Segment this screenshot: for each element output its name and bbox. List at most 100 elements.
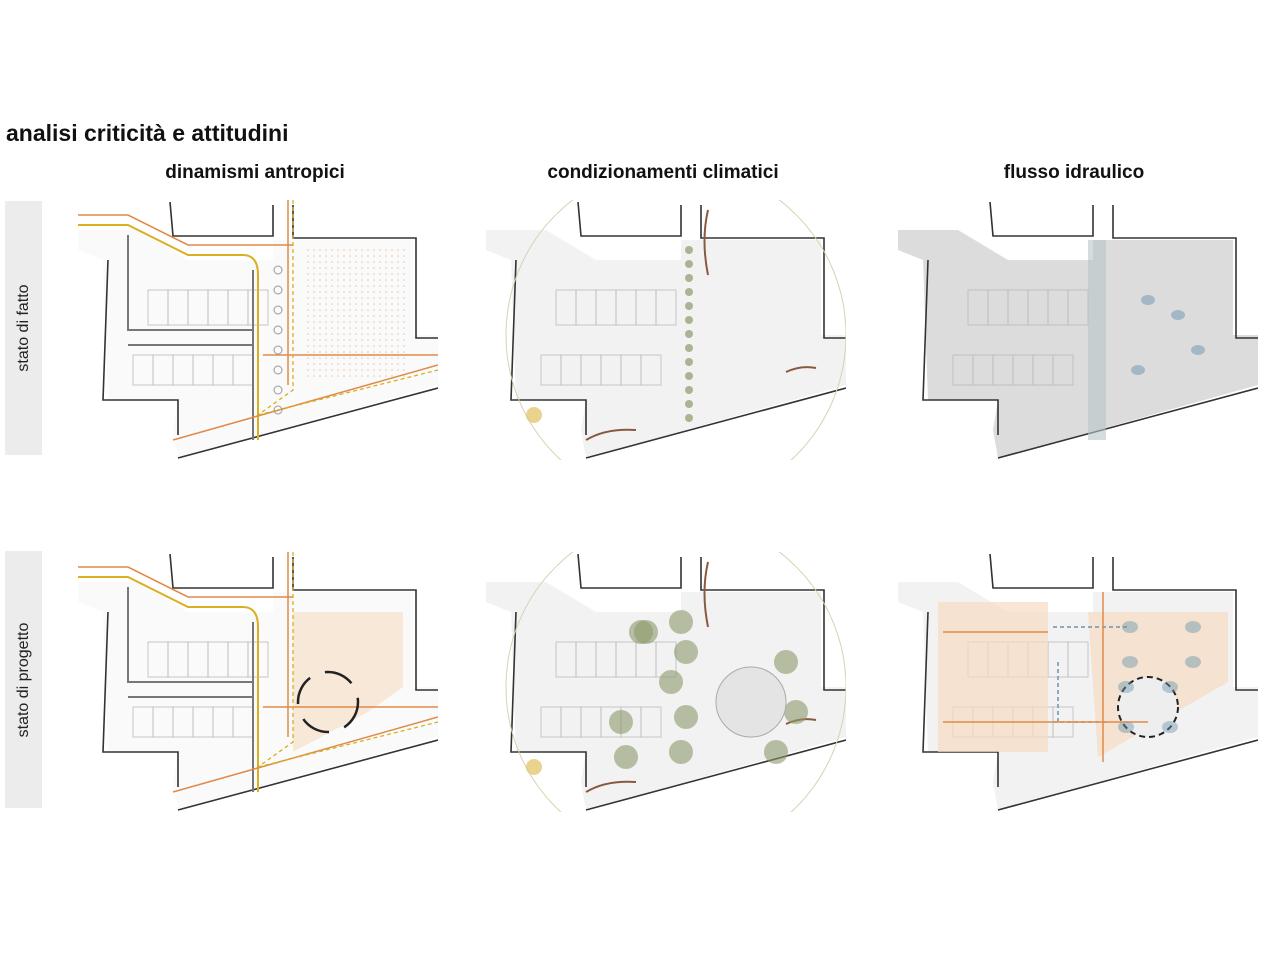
path-dashed: [257, 200, 438, 416]
pavement-dot: [397, 339, 399, 341]
pavement-dot: [337, 369, 339, 371]
pavement-dot: [385, 315, 387, 317]
pavement-dot: [325, 279, 327, 281]
pavement-dot: [361, 357, 363, 359]
pavement-dot: [337, 285, 339, 287]
pavement-dot: [385, 369, 387, 371]
pavement-dot: [313, 363, 315, 365]
pavement-dot: [367, 249, 369, 251]
pavement-dot: [337, 273, 339, 275]
pavement-dot: [355, 255, 357, 257]
pavement-dot: [325, 357, 327, 359]
pavement-dot: [373, 303, 375, 305]
plan-climatici-fatto: [486, 200, 846, 460]
pavement-dot: [403, 327, 405, 329]
pavement-dot: [367, 273, 369, 275]
pavement-dot: [349, 285, 351, 287]
tree-marker: [685, 246, 693, 254]
tree-canopy: [609, 710, 633, 734]
pavement-dot: [361, 309, 363, 311]
column-title-dinamismi: dinamismi antropici: [165, 162, 345, 183]
pavement-dot: [391, 303, 393, 305]
pavement-dot: [343, 255, 345, 257]
column-title-idraulico: flusso idraulico: [1003, 162, 1145, 183]
path-pedestrian: [78, 214, 293, 246]
pavement-dot: [373, 375, 375, 377]
pavement-dot: [325, 375, 327, 377]
pavement-dot: [355, 261, 357, 263]
pavement-dot: [391, 357, 393, 359]
pavement-dot: [349, 261, 351, 263]
pavement-dot: [391, 267, 393, 269]
pavement-dot: [385, 339, 387, 341]
pavement-dot: [403, 357, 405, 359]
site-area: [486, 582, 846, 810]
pavement-dot: [361, 285, 363, 287]
pavement-dot: [403, 297, 405, 299]
pavement-dot: [373, 327, 375, 329]
pavement-dot: [325, 309, 327, 311]
pavement-dot: [343, 285, 345, 287]
pavement-dot: [367, 309, 369, 311]
page-title: analisi criticità e attitudini: [6, 120, 289, 146]
pavement-dot: [361, 321, 363, 323]
pavement-dot: [397, 315, 399, 317]
tree-marker: [273, 405, 283, 415]
pavement-dot: [379, 273, 381, 275]
pavement-dot: [337, 249, 339, 251]
rain-garden: [1122, 656, 1138, 668]
pavement-dot: [307, 351, 309, 353]
tree-marker: [273, 265, 283, 275]
pavement-dot: [313, 273, 315, 275]
pavement-dot: [331, 375, 333, 377]
pavement-dot: [343, 303, 345, 305]
pavement-dot: [313, 315, 315, 317]
pavement-dot: [373, 267, 375, 269]
pavement-dot: [331, 297, 333, 299]
tree-marker: [685, 260, 693, 268]
pavement-dot: [331, 261, 333, 263]
pavement-dot: [313, 333, 315, 335]
pavement-dot: [343, 267, 345, 269]
pavement-dot: [325, 345, 327, 347]
pavement-dot: [355, 351, 357, 353]
wind-arrow: [585, 209, 817, 441]
pavement-dot: [307, 357, 309, 359]
pavement-dot: [373, 279, 375, 281]
tree-marker: [273, 285, 283, 295]
pavement-dot: [397, 279, 399, 281]
pavement-dot: [307, 327, 309, 329]
pavement-dot: [307, 255, 309, 257]
pavement-dot: [355, 273, 357, 275]
row-label-text: stato di fatto: [14, 284, 32, 372]
pavement-dot: [307, 297, 309, 299]
pavement-dot: [373, 321, 375, 323]
tree-marker: [685, 330, 693, 338]
pavement-dot: [373, 357, 375, 359]
path-vehicles: [127, 235, 254, 440]
pavement-dot: [337, 303, 339, 305]
pavement-dot: [319, 267, 321, 269]
pavement-dot: [307, 321, 309, 323]
pavement-dot: [331, 309, 333, 311]
pavement-dot: [373, 315, 375, 317]
pavement-dot: [337, 309, 339, 311]
rain-garden: [1162, 721, 1178, 733]
pavement-dot: [361, 297, 363, 299]
pavement-dot: [313, 279, 315, 281]
pavement-dot: [379, 249, 381, 251]
pavement-dot: [337, 315, 339, 317]
pavement-dot: [313, 291, 315, 293]
pavement-dot: [355, 321, 357, 323]
pavement-dot: [331, 249, 333, 251]
pavement-dot: [397, 345, 399, 347]
pavement-dot: [403, 351, 405, 353]
pavement-dot: [355, 315, 357, 317]
pavement-dot: [337, 297, 339, 299]
pavement-dot: [361, 267, 363, 269]
pavement-dot: [379, 279, 381, 281]
pavement-dot: [355, 327, 357, 329]
pavement-dot: [343, 345, 345, 347]
pavement-dot: [337, 339, 339, 341]
circular-plaza: [296, 670, 360, 734]
